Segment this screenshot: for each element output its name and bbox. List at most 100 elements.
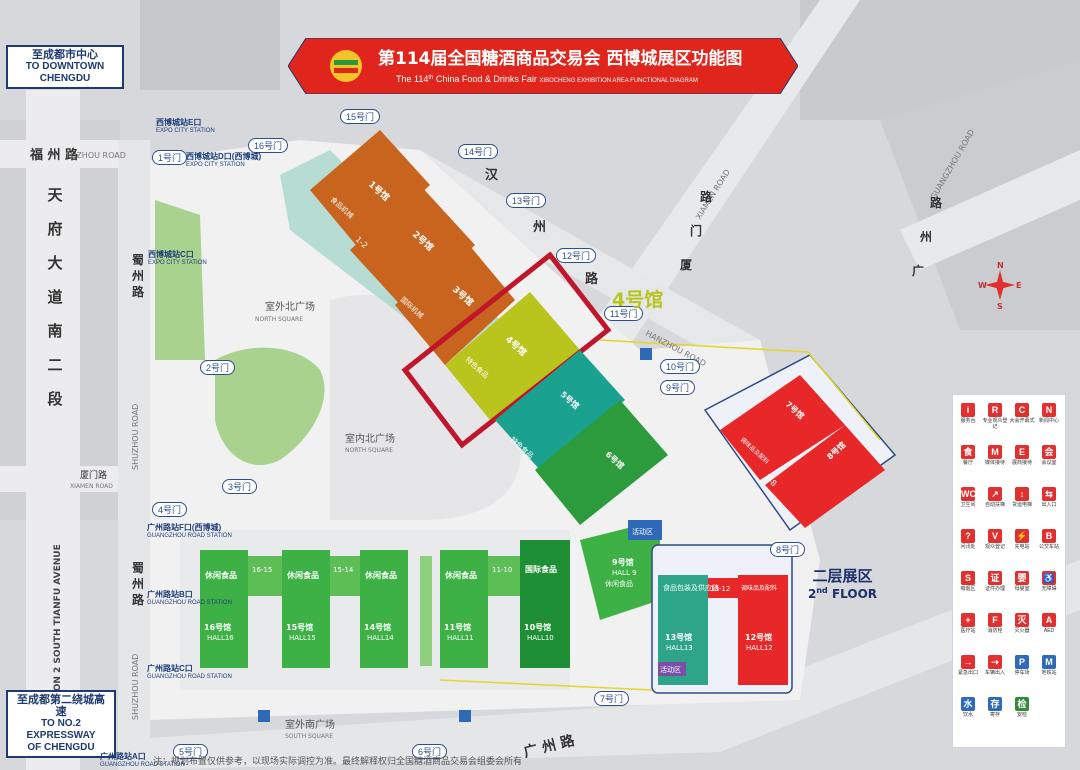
hall-1[interactable] xyxy=(310,130,430,250)
second-floor-zh: 二层展区 xyxy=(812,567,873,585)
hall-7[interactable] xyxy=(720,375,845,480)
legend-item: ♿无障碍 xyxy=(1036,571,1062,592)
tianfu-char: 段 xyxy=(47,390,63,408)
hall-6[interactable] xyxy=(535,400,668,525)
restaurant-icon: 食 xyxy=(961,445,975,459)
gate-14[interactable]: 14号门 xyxy=(458,144,499,159)
downtown-sign-en-1: TO DOWNTOWN xyxy=(25,61,105,72)
metro-station-f[interactable]: 广州路站F口(西博城)GUANGZHOU ROAD STATION xyxy=(147,523,232,541)
hall-13-en: HALL13 xyxy=(666,644,693,652)
gate-10[interactable]: 10号门 xyxy=(660,359,701,374)
connector-11-10 xyxy=(488,556,520,596)
connector-16-15-label: 16-15 xyxy=(252,566,272,574)
legend-item-label: 紧急出口 xyxy=(957,670,978,676)
hall-5[interactable] xyxy=(495,350,625,470)
footer-note: 注：规划布置仅供参考，以现场实际调控为准。最终解释权归全国糖酒商品交易会组委会所… xyxy=(153,757,523,767)
north-square-indoor-label: 室内北广场 xyxy=(345,432,395,445)
gate-12[interactable]: 12号门 xyxy=(556,248,597,263)
badge-icon: 证 xyxy=(988,571,1002,585)
gate-5[interactable]: 5号门 xyxy=(173,744,209,759)
security-icon: 检 xyxy=(1015,697,1029,711)
legend-item-label: 自动扶梯 xyxy=(984,502,1005,508)
xiamen-road-label: 厦门路 xyxy=(80,469,107,481)
activity-zone-label: 活动区 xyxy=(632,527,653,536)
gate-9[interactable]: 9号门 xyxy=(660,380,696,395)
parking-icon xyxy=(459,710,471,722)
north-square-indoor-en: NORTH SQUARE xyxy=(345,447,393,454)
second-floor-en: 2nd FLOOR xyxy=(808,586,877,601)
hall-4-callout: 4号馆 xyxy=(612,289,664,311)
aed-icon: A xyxy=(1042,613,1056,627)
gate-8[interactable]: 8号门 xyxy=(770,542,806,557)
metro-f-en: GUANGZHOU ROAD STATION xyxy=(147,533,232,539)
xiamen-road-diagonal-label: 路 门 厦 xyxy=(680,180,712,282)
legend-item: ↗自动扶梯 xyxy=(982,487,1008,508)
register-icon: R xyxy=(988,403,1002,417)
hall-3[interactable] xyxy=(395,240,515,365)
legend-item: ⇆出入口 xyxy=(1036,487,1062,508)
legend-item-label: 吸烟区 xyxy=(960,586,976,592)
gate-4[interactable]: 4号门 xyxy=(152,502,188,517)
hall-2[interactable] xyxy=(350,185,475,310)
gate-1[interactable]: 1号门 xyxy=(152,150,188,165)
legend-item-label: 专业观众登记 xyxy=(982,418,1008,430)
escalator-icon: ↗ xyxy=(988,487,1002,501)
hall-10-block[interactable] xyxy=(520,540,570,668)
legend-item-label: 卫生间 xyxy=(960,502,976,508)
ceremony-icon: C xyxy=(1015,403,1029,417)
gate-6[interactable]: 6号门 xyxy=(412,744,448,759)
gate-16[interactable]: 16号门 xyxy=(248,138,289,153)
hall-4[interactable] xyxy=(445,292,580,420)
gate-13[interactable]: 13号门 xyxy=(506,193,547,208)
legend-item-label: 停车场 xyxy=(1014,670,1030,676)
shuzhou-char: 路 xyxy=(132,593,145,607)
hall-15-block[interactable] xyxy=(282,550,330,668)
title-en-b: China Food & Drinks Fair xyxy=(433,74,539,84)
tianfu-avenue xyxy=(26,90,80,770)
legend-item-label: 会议室 xyxy=(1041,460,1057,466)
legend-item-label: 灭火器 xyxy=(1014,628,1030,634)
hall-11-en: HALL11 xyxy=(447,634,474,642)
exit-icon: ⇆ xyxy=(1042,487,1056,501)
legend-item-label: 大会开幕式 xyxy=(1009,418,1035,424)
second-floor-en-b: FLOOR xyxy=(827,587,878,601)
gate-2[interactable]: 2号门 xyxy=(200,360,236,375)
legend-item-label: 饮水 xyxy=(962,712,973,718)
hall-7-block xyxy=(720,375,845,480)
hydrant-icon: F xyxy=(988,613,1002,627)
green-area xyxy=(215,347,325,466)
legend-item-label: 无障碍 xyxy=(1041,586,1057,592)
hall-10-en: HALL10 xyxy=(527,634,554,642)
legend-item-label: 车辆出入 xyxy=(984,670,1005,676)
hall-14-block[interactable] xyxy=(360,550,408,668)
second-floor-label: 二层展区 2nd FLOOR xyxy=(808,565,877,601)
hall-12-en: HALL12 xyxy=(746,644,773,652)
metro-e-en: EXPO CITY STATION xyxy=(156,128,215,134)
legend-item: ?问讯处 xyxy=(955,529,981,550)
hall-11-block[interactable] xyxy=(440,550,488,668)
connector-16-15 xyxy=(248,556,282,596)
metro-station-d[interactable]: 西博城站D口(西博城)EXPO CITY STATION xyxy=(186,152,261,170)
hall-8[interactable] xyxy=(765,425,885,528)
bus-icon: B xyxy=(1042,529,1056,543)
title-banner-shape xyxy=(288,38,798,94)
gate-3[interactable]: 3号门 xyxy=(222,479,258,494)
shuzhou-char: 州 xyxy=(132,577,145,591)
hall-9-block[interactable] xyxy=(580,520,660,620)
gate-15[interactable]: 15号门 xyxy=(340,109,381,124)
guangzhou-road-ne-label: 路 州 广 xyxy=(912,186,942,288)
connector-15-14-label: 15-14 xyxy=(333,566,354,574)
hall-12-block[interactable] xyxy=(738,575,788,685)
hall-16-block[interactable] xyxy=(200,550,248,668)
gate-7[interactable]: 7号门 xyxy=(594,691,630,706)
gate-11[interactable]: 11号门 xyxy=(604,306,644,321)
hanzhou-char: 州 xyxy=(533,220,547,235)
